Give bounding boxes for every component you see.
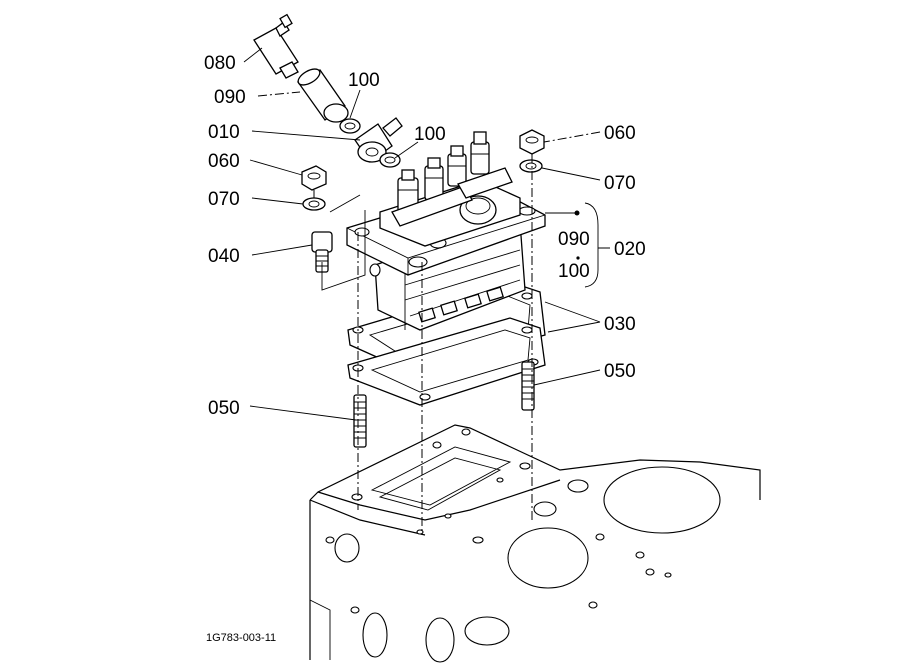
part-070-washer-right: [519, 159, 543, 173]
stud-bolt-right: [521, 361, 535, 411]
label-050-right: 050: [604, 361, 636, 382]
part-100-washer-upper: [339, 118, 361, 134]
part-labels: 080 090 100 010 100 060 070 040 060 070 …: [204, 53, 646, 644]
label-100-sub: 100: [558, 261, 590, 282]
label-100-lower: 100: [414, 124, 446, 145]
label-030: 030: [604, 314, 636, 335]
part-040-bolt: [311, 231, 333, 273]
label-090: 090: [214, 87, 246, 108]
label-060-left: 060: [208, 151, 240, 172]
label-070-left: 070: [208, 189, 240, 210]
stud-bolt-left: [353, 394, 367, 448]
label-070-right: 070: [604, 173, 636, 194]
label-100-upper: 100: [348, 70, 380, 91]
label-080: 080: [204, 53, 236, 74]
part-010-nut: [354, 117, 403, 163]
part-060-nut-right: [519, 129, 545, 155]
part-070-washer-left: [302, 197, 326, 211]
engine-block: [309, 424, 761, 663]
label-050-left: 050: [208, 398, 240, 419]
part-060-nut-left: [301, 165, 327, 191]
part-080-fitting: [253, 13, 299, 79]
label-060-right: 060: [604, 123, 636, 144]
drawing-code: 1G783-003-11: [206, 632, 276, 644]
alignment-lines: [313, 154, 533, 535]
part-090-sleeve: [297, 68, 349, 123]
part-100-washer-lower: [379, 152, 401, 168]
injection-pump-assembly: [346, 131, 546, 331]
label-010: 010: [208, 122, 240, 143]
label-020: 020: [614, 239, 646, 260]
leader-lines: [243, 47, 610, 421]
delivery-valve-holders: [391, 131, 513, 227]
label-090-sub: 090: [558, 229, 590, 250]
label-040: 040: [208, 246, 240, 267]
